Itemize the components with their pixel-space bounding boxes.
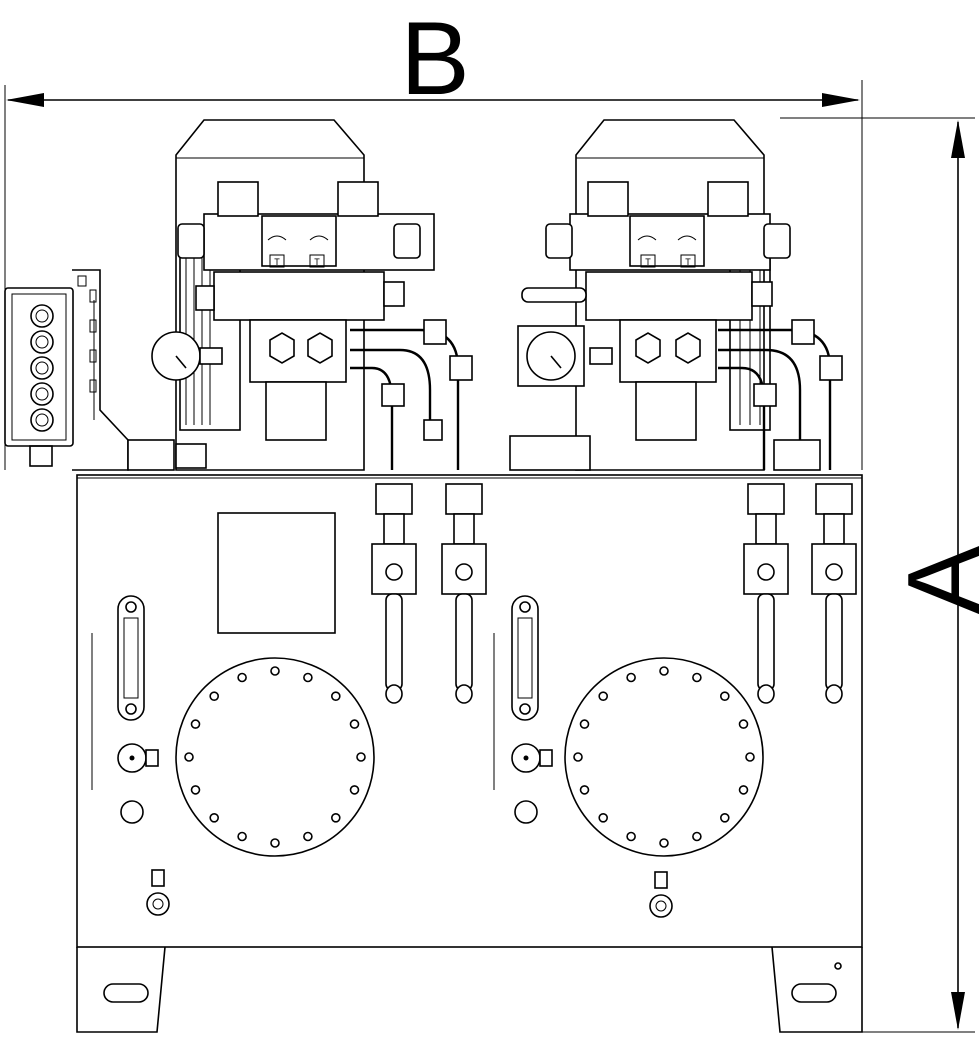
cover-bolt	[626, 672, 636, 683]
cover-bolt	[303, 831, 313, 842]
cover-bolt	[184, 752, 194, 762]
cover-bolt	[738, 785, 749, 795]
cover-bolt	[719, 812, 730, 823]
cover-bolt	[303, 672, 313, 683]
cover-bolt	[349, 785, 360, 795]
drain-plug-left	[146, 869, 170, 916]
base-feet	[76, 946, 863, 1033]
motor-pump-unit-left: T T	[127, 119, 473, 471]
cover-bolt	[330, 691, 341, 702]
junction-box	[4, 269, 129, 471]
drain-plug-right	[649, 871, 673, 918]
ball-valve	[371, 483, 417, 704]
ball-valve	[441, 483, 487, 704]
cover-bolt	[598, 691, 609, 702]
valve-coil-mark: T	[314, 257, 320, 267]
cover-bolt	[692, 672, 702, 683]
valve-coil-mark: T	[274, 257, 280, 267]
dimension-a: A	[780, 117, 979, 1033]
temperature-switch-left	[117, 743, 159, 824]
valve-coil-mark: T	[685, 257, 691, 267]
oil-level-gauge-right	[511, 595, 539, 721]
cover-bolt	[237, 672, 247, 683]
cover-bolt	[349, 719, 360, 729]
cover-bolt	[190, 719, 201, 729]
nameplate	[217, 512, 336, 634]
cover-bolt	[270, 666, 280, 676]
cover-bolt	[745, 752, 755, 762]
cover-bolt	[270, 838, 280, 848]
cover-bolt	[209, 812, 219, 823]
valve-coil-mark: T	[645, 257, 651, 267]
cover-bolt	[738, 719, 749, 729]
cover-bolt	[659, 666, 669, 676]
cover-bolt	[692, 831, 702, 842]
cover-bolt	[330, 812, 341, 823]
dimension-a-label: A	[887, 545, 979, 615]
cover-bolt	[626, 831, 636, 842]
cover-bolt	[659, 838, 669, 848]
cover-bolt	[719, 691, 730, 702]
cover-bolt	[598, 812, 609, 823]
inspection-cover-left	[175, 657, 375, 857]
cover-bolt	[579, 719, 590, 729]
temperature-switch-right	[511, 743, 553, 824]
oil-level-gauge-left	[117, 595, 145, 721]
cover-bolt	[356, 752, 366, 762]
ball-valve	[743, 483, 789, 704]
reservoir-tank	[76, 474, 863, 948]
cover-bolt	[237, 831, 247, 842]
cover-bolt	[190, 785, 201, 795]
dimension-b-label: B	[400, 1, 469, 117]
cover-bolt	[573, 752, 583, 762]
motor-pump-unit-right: T T	[509, 119, 843, 471]
cover-bolt	[209, 691, 219, 702]
ball-valve	[811, 483, 857, 704]
cover-bolt	[579, 785, 590, 795]
inspection-cover-right	[564, 657, 764, 857]
dimension-b: B	[4, 1, 863, 470]
